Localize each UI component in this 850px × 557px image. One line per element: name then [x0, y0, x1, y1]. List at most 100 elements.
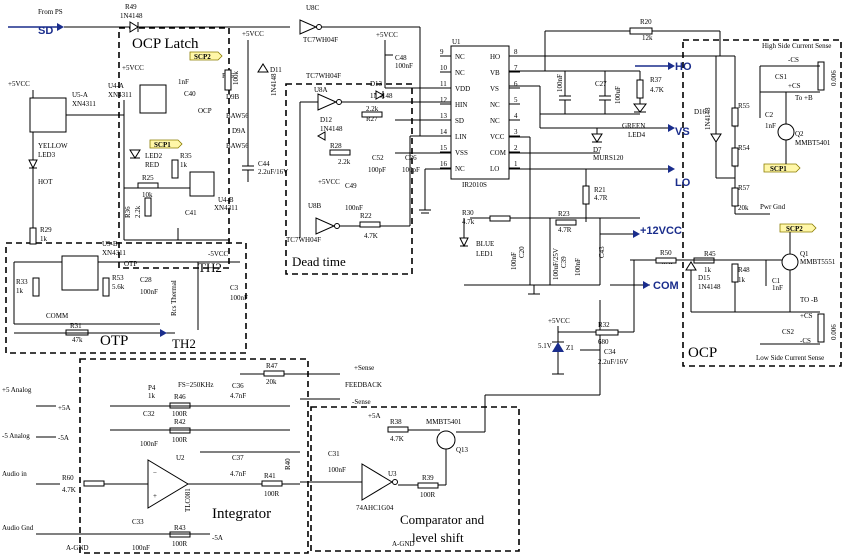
d16-value: 1N4148 [704, 107, 712, 130]
q2-transistor [777, 123, 795, 141]
to-mb-label: TO -B [800, 296, 818, 304]
d12-diode-icon [316, 131, 326, 141]
scp2-flag-right [779, 223, 817, 233]
r47-value: 20k [266, 378, 277, 386]
r23-label: R23 [558, 210, 570, 218]
u8b-bubble [334, 223, 340, 229]
u5a-part: XN4311 [72, 100, 96, 108]
u5a-transistor [29, 97, 67, 133]
led2-label: LED2 [145, 152, 163, 160]
cs2-resistor [817, 313, 825, 343]
r37-resistor [636, 79, 644, 99]
d11-value: 1N4148 [270, 73, 278, 96]
u1-right-pin-name: VCC [490, 133, 505, 141]
minus-sense-label: -Sense [352, 398, 371, 406]
d11-diode-icon [257, 63, 269, 73]
r30-resistor [489, 215, 511, 222]
p5a-comp: +5A [368, 412, 381, 420]
p5vcc-latch2: +5VCC [242, 30, 264, 38]
integrator-block [79, 358, 309, 554]
scp2-flag-label: SCP2 [194, 53, 211, 61]
r31-value: 47k [72, 336, 83, 344]
c48-value: 100nF [395, 62, 413, 70]
u4a-transistor [139, 84, 167, 114]
r49-label: R49 [125, 3, 137, 11]
q13-label: Q13 [456, 446, 469, 454]
r47-resistor [263, 370, 285, 377]
cs1-value: 0.006 [830, 70, 838, 86]
r46-value: 100R [172, 410, 188, 418]
c27-label: C27 [595, 80, 607, 88]
q1-transistor [781, 253, 799, 271]
d9b-label: D9B [226, 93, 240, 101]
u1-left-pin-num: 9 [440, 48, 444, 56]
q1-label: Q1 [800, 250, 809, 258]
audio-gnd-label: Audio Gnd [2, 524, 34, 532]
r28-label: R28 [330, 142, 342, 150]
c49-value: 100nF [345, 204, 363, 212]
u1-right-pin-name: HO [490, 53, 500, 61]
r50-label: R50 [660, 249, 672, 257]
otp-block [5, 242, 247, 354]
c49-label: C49 [345, 182, 357, 190]
c27a-value: 100nF [556, 74, 564, 92]
r60-label: R60 [62, 474, 74, 482]
d12-value: 1N4148 [320, 125, 343, 133]
c34-value: 2.2uF/16V [598, 358, 628, 366]
vs-net-label: VS [675, 126, 690, 138]
fs-label: FS=250KHz [178, 381, 213, 389]
p4-label: P4 [148, 384, 156, 392]
ocp-block [682, 39, 842, 367]
r54-resistor [731, 147, 739, 167]
u4b-part: XN4311 [214, 204, 238, 212]
r39-label: R39 [422, 474, 434, 482]
sd-arrow-icon [57, 23, 64, 31]
u3-label: U3 [388, 470, 397, 478]
r20-label: R20 [640, 18, 652, 26]
c52-value: 100pF [368, 166, 386, 174]
z1-zener-icon [552, 342, 564, 352]
scp1-flag-left [149, 139, 183, 149]
u8b-inverter-icon [315, 217, 336, 235]
cs1-resistor [817, 61, 825, 91]
c27-value: 100uF [614, 86, 622, 104]
rth-label: Rcs Thermal [170, 280, 178, 316]
c43-value: 100nF [574, 258, 582, 276]
u1-left-pin-name: NC [455, 53, 465, 61]
r21-label: R21 [594, 186, 606, 194]
u2-minus: − [153, 469, 157, 477]
ocp-latch-title: OCP Latch [132, 36, 199, 52]
pwr-gnd-label: Pwr Gnd [760, 203, 786, 211]
u1-right-pin-num: 4 [514, 112, 518, 120]
u5b-label: U5-B [102, 240, 118, 248]
r32-resistor [595, 329, 619, 336]
u1-right-pin-num: 3 [514, 128, 518, 136]
u1-right-pin-name: VB [490, 69, 500, 77]
c39-label: C39 [560, 256, 568, 268]
c31-label: C31 [328, 450, 340, 458]
u1-left-pin-name: VSS [455, 149, 468, 157]
r20-resistor [629, 27, 653, 35]
u1-left-pin-num: 13 [440, 112, 448, 120]
r60-value: 4.7K [62, 486, 76, 494]
r29-value: 1k [40, 235, 48, 243]
hs-sense-label: High Side Current Sense [762, 42, 831, 50]
d12-label: D12 [320, 116, 333, 124]
led3-icon [28, 159, 38, 170]
u8c-inverter-icon [299, 19, 318, 35]
m5-analog-label: -5 Analog [2, 432, 30, 440]
r53-value: 5.6k [112, 283, 125, 291]
ocp-net: OCP [198, 107, 212, 115]
d9a-label: D9A [232, 127, 246, 135]
r41-value: 100R [264, 490, 280, 498]
r38-value: 4.7K [390, 435, 404, 443]
ocp-latch-block [118, 27, 230, 269]
u1-left-pin-num: 14 [440, 128, 448, 136]
led4-label: GREEN [622, 122, 645, 130]
r47-label: R47 [266, 362, 278, 370]
c41-label: C41 [185, 209, 197, 217]
ocp-title: OCP [688, 345, 717, 361]
cs-neg-bot: -CS [800, 337, 811, 345]
r55-label: R55 [738, 102, 750, 110]
r30-label: R30 [462, 209, 474, 217]
